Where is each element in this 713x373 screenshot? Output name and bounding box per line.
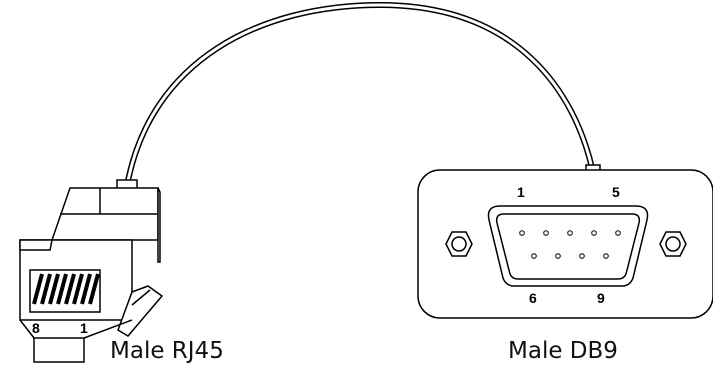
db9-connector: 1 5 6 9 xyxy=(417,164,713,319)
rj45-connector: 8 1 xyxy=(19,179,164,363)
cable xyxy=(124,1,595,187)
db9-pin-6-label: 6 xyxy=(529,290,537,306)
db9-pins xyxy=(519,230,621,259)
rj45-caption: Male RJ45 xyxy=(110,338,224,364)
rj45-contacts xyxy=(32,273,100,305)
rj45-side-face xyxy=(157,187,161,263)
db9-pin-5-label: 5 xyxy=(612,184,620,200)
db9-pin-9-label: 9 xyxy=(597,290,605,306)
db9-pin-1-label: 1 xyxy=(517,184,525,200)
db9-caption: Male DB9 xyxy=(508,338,618,364)
db9-left-hex-nut xyxy=(445,231,473,257)
rj45-pin-1-label: 1 xyxy=(80,320,88,336)
rj45-pin-8-label: 8 xyxy=(32,320,40,336)
db9-d-shell-inner xyxy=(495,213,641,280)
db9-right-hex-nut xyxy=(659,231,687,257)
rj45-bottom-tab xyxy=(33,337,85,363)
